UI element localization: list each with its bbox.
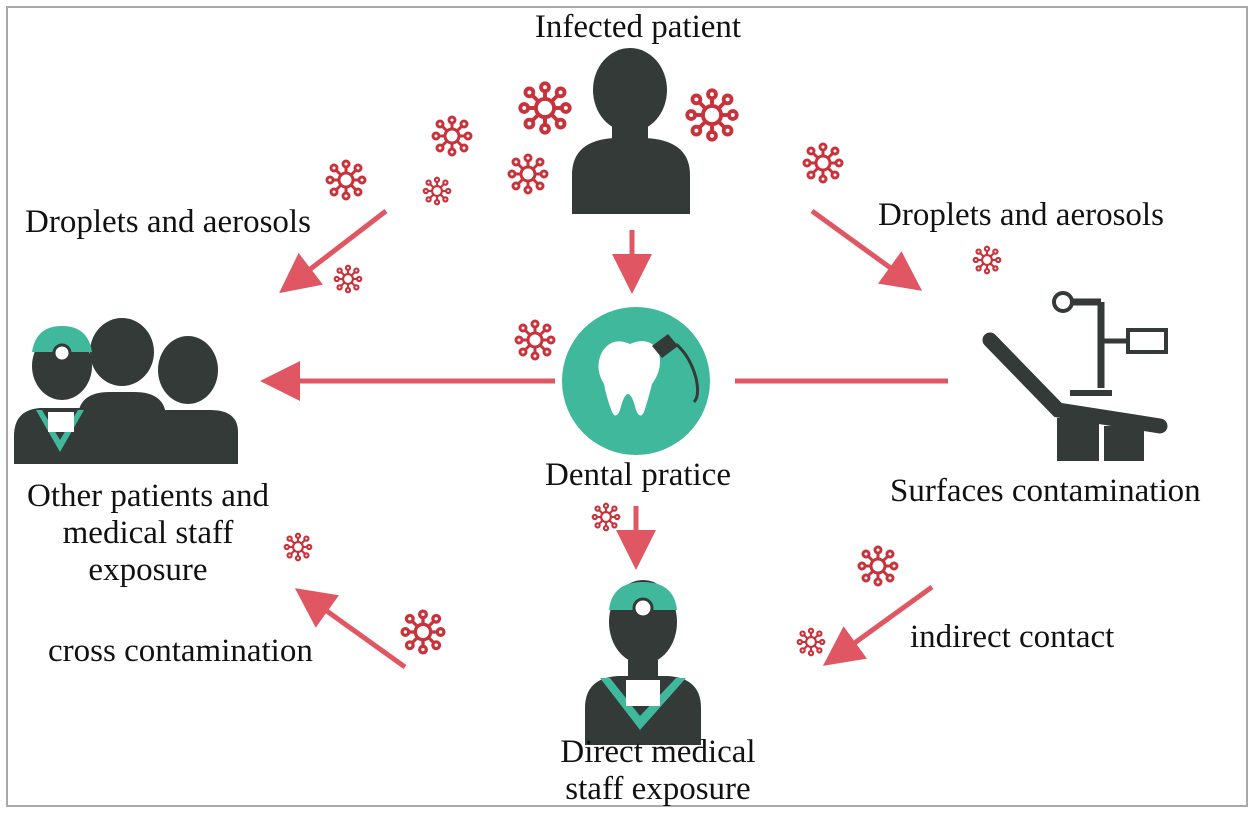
dental-chair-icon [982,291,1168,461]
other-patients-label-line3: exposure [88,552,208,588]
dentist-icon [585,580,701,745]
arrow-patient-to-surfaces [810,208,923,291]
arrow-direct-to-others [294,588,407,670]
direct-staff-label-line1: Direct medical [560,734,756,770]
cross-contamination-label: cross contamination [48,633,313,669]
droplets-left-label: Droplets and aerosols [25,204,311,240]
infected-patient-person-icon [572,48,690,214]
arrow-patient-to-others [279,209,388,294]
droplets-right-label: Droplets and aerosols [878,197,1164,233]
other-patients-label-line2: medical staff [62,515,234,551]
arrows [260,208,948,670]
direct-staff-label-line2: staff exposure [565,771,751,807]
surfaces-contamination-label: Surfaces contamination [890,473,1201,509]
group-people-icon [14,318,238,464]
arrow-surfaces-to-direct [822,584,934,666]
infected-patient-label: Infected patient [534,9,742,45]
dental-practice-label: Dental pratice [545,457,731,493]
indirect-contact-label: indirect contact [910,619,1115,655]
tooth-icon [562,307,710,455]
other-patients-label-line1: Other patients and [27,478,269,514]
